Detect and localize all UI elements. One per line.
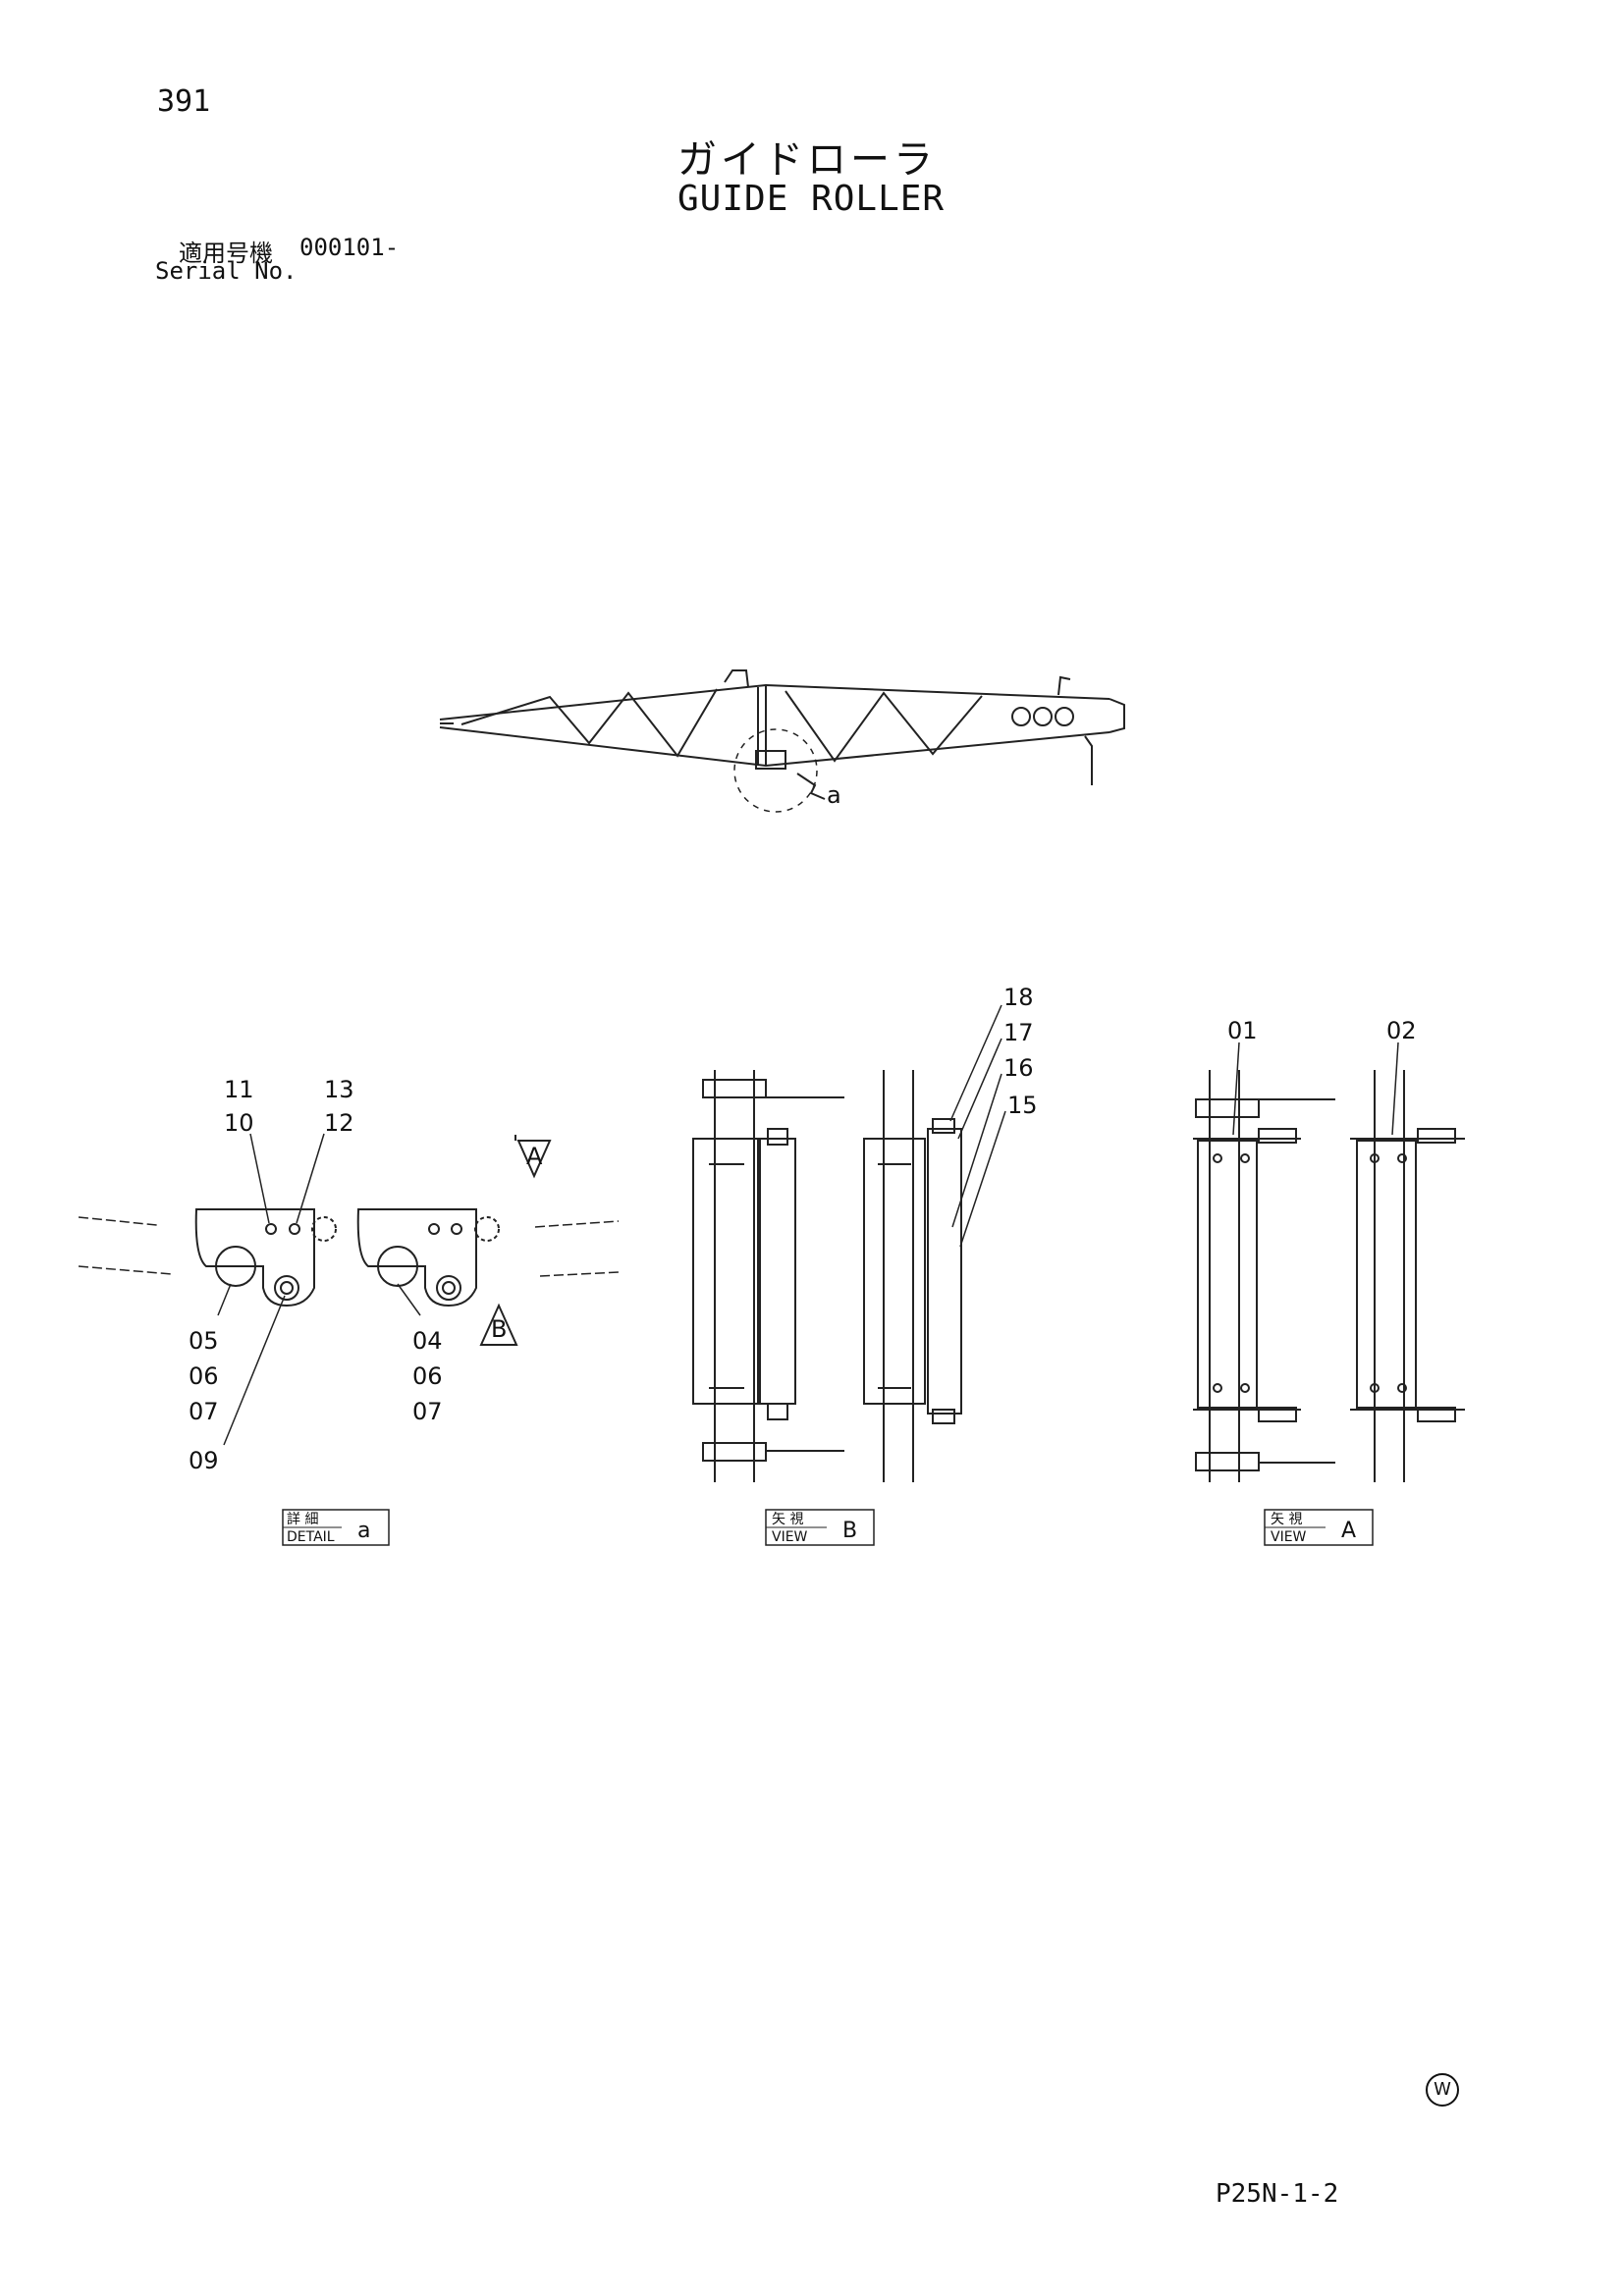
part-label: 15 <box>1007 1092 1038 1119</box>
part-label: 06 <box>412 1362 443 1390</box>
boom-detail-callout: a <box>827 781 841 809</box>
part-label: 06 <box>189 1362 219 1390</box>
part-label: 09 <box>189 1447 219 1474</box>
page-title-japanese: ガイドローラ <box>677 137 937 183</box>
view-b-caption-letter: B <box>842 1519 857 1543</box>
detail-caption-letter: a <box>357 1519 370 1543</box>
part-label: 07 <box>189 1398 219 1425</box>
manufacturer-mark-icon: W <box>1426 2073 1459 2107</box>
part-label: 13 <box>324 1076 354 1103</box>
view-a-caption: VIEW <box>1271 1529 1307 1545</box>
detail-caption-japanese: 詳 細 <box>287 1512 318 1527</box>
view-a-drawing: 01 02 矢 視 VIEW A <box>1193 1017 1465 1546</box>
serial-number-value: 000101- <box>299 234 400 261</box>
part-label: 17 <box>1003 1019 1034 1046</box>
part-label: 01 <box>1227 1017 1258 1044</box>
part-label: 05 <box>189 1327 219 1355</box>
view-a-caption-letter: A <box>1341 1519 1356 1543</box>
view-b-caption: VIEW <box>772 1529 808 1545</box>
part-label: 18 <box>1003 984 1034 1011</box>
part-label: 11 <box>224 1076 254 1103</box>
view-b-caption-japanese: 矢 視 <box>772 1512 803 1527</box>
serial-label-japanese: 適用号機 <box>179 240 273 267</box>
detail-caption: DETAIL <box>287 1529 335 1545</box>
part-label: 02 <box>1386 1017 1417 1044</box>
page-code: P25N-1-2 <box>1216 2179 1339 2209</box>
serial-label: Serial No. <box>155 257 298 285</box>
view-arrow-b-label: B <box>491 1315 507 1343</box>
boom-overview: a <box>439 669 1125 813</box>
part-label: 12 <box>324 1109 354 1137</box>
part-label: 07 <box>412 1398 443 1425</box>
page-number: 391 <box>157 84 211 119</box>
part-label: 10 <box>224 1109 254 1137</box>
page-title: GUIDE ROLLER <box>677 179 946 219</box>
detail-a-drawing: A B 11 10 13 12 05 06 07 09 04 06 07 詳 細… <box>78 1076 620 1546</box>
view-a-caption-japanese: 矢 視 <box>1271 1512 1302 1527</box>
view-b-drawing: 18 17 16 15 矢 視 VIEW B <box>692 984 1038 1546</box>
part-label: 04 <box>412 1327 443 1355</box>
part-label: 16 <box>1003 1054 1034 1082</box>
view-arrow-a-label: A <box>526 1143 543 1170</box>
